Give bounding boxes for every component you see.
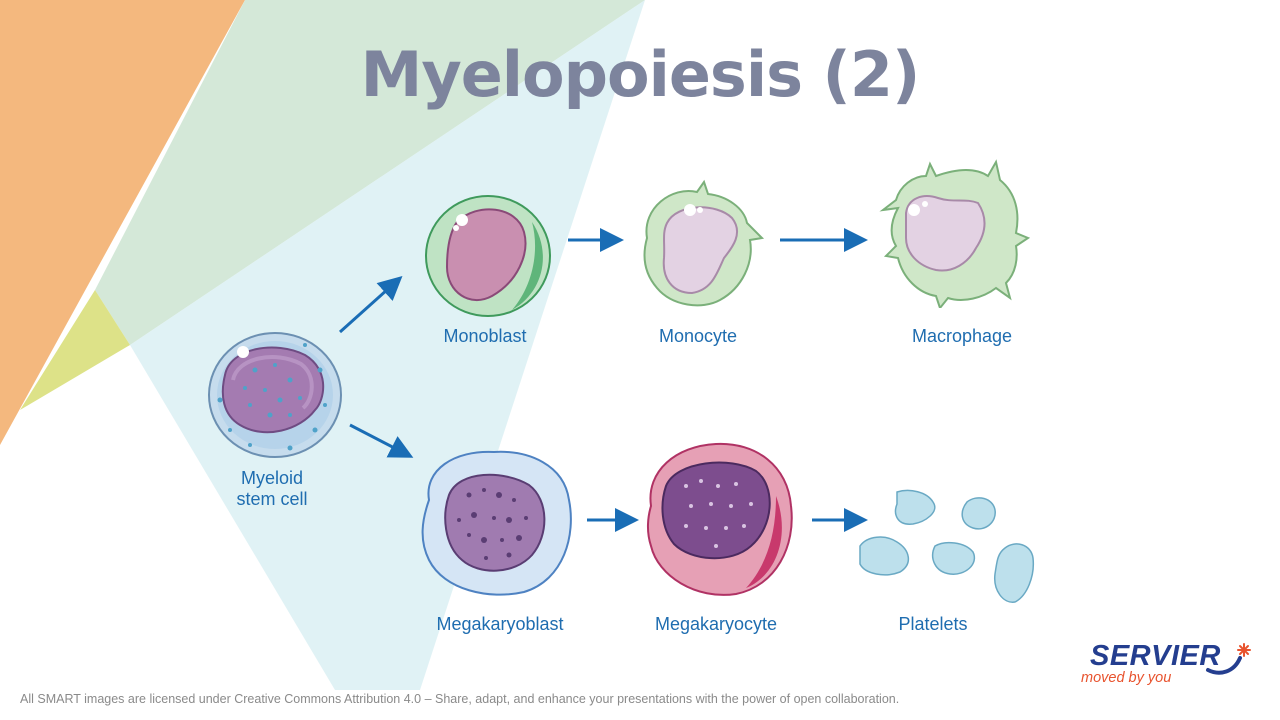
platelet bbox=[859, 536, 909, 576]
platelet bbox=[894, 489, 936, 525]
label-myeloid-line2: stem cell bbox=[236, 489, 308, 509]
logo-tagline: moved by you bbox=[1081, 670, 1172, 686]
logo-swoosh-icon bbox=[1206, 643, 1251, 675]
arrow-stem-to-monoblast bbox=[338, 275, 403, 334]
label-monoblast: Monoblast bbox=[443, 326, 527, 346]
page-title: Myelopoiesis (2) bbox=[360, 38, 921, 111]
label-macrophage: Macrophage bbox=[911, 326, 1013, 346]
label-monocyte: Monocyte bbox=[658, 326, 738, 346]
logo-wordmark: SERVIER bbox=[1090, 640, 1221, 672]
megakaryoblast-illustration bbox=[421, 450, 572, 596]
megakaryocyte-illustration bbox=[647, 442, 793, 596]
platelet bbox=[931, 541, 976, 575]
label-myeloid-line1: Myeloid bbox=[240, 468, 304, 488]
servier-logo: SERVIER moved by you bbox=[1078, 640, 1258, 690]
platelet bbox=[961, 497, 996, 530]
arrow-stem-to-megakaryoblast bbox=[349, 423, 414, 458]
macrophage-illustration bbox=[879, 159, 1030, 308]
label-megakaryoblast: Megakaryoblast bbox=[436, 614, 564, 634]
monocyte-illustration bbox=[643, 179, 765, 307]
platelets-illustration bbox=[859, 489, 1035, 603]
monoblast-illustration bbox=[425, 195, 551, 317]
label-megakaryocyte: Megakaryocyte bbox=[654, 614, 778, 634]
label-platelets: Platelets bbox=[898, 614, 968, 634]
myeloid-stem-cell-illustration bbox=[208, 332, 342, 458]
platelet bbox=[994, 543, 1035, 603]
license-footer: All SMART images are licensed under Crea… bbox=[20, 692, 900, 706]
label-myeloid-stem-cell: Myeloid stem cell bbox=[212, 468, 332, 510]
